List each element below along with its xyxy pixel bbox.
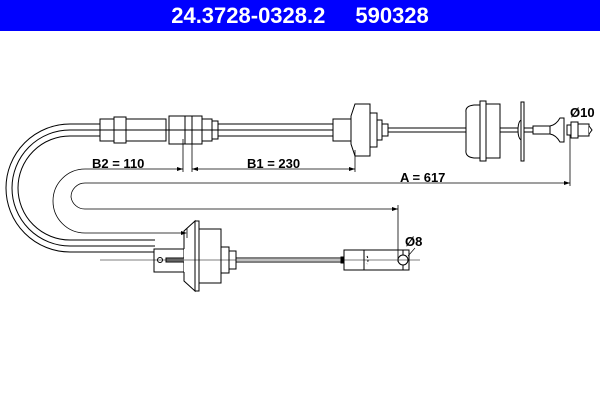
reference-number: 590328 xyxy=(355,2,429,28)
bulkhead-fitting-bottom xyxy=(153,219,237,293)
inner-wire-bottom xyxy=(236,257,342,263)
dimension-b1: B1 = 230 xyxy=(247,156,301,171)
flange-disc xyxy=(517,101,525,162)
diameter-bottom: Ø8 xyxy=(405,234,423,249)
bulkhead-fitting-top xyxy=(332,103,389,157)
part-number: 24.3728-0328.2 xyxy=(171,2,326,28)
adjuster-fitting xyxy=(99,115,219,145)
dimension-arrows xyxy=(177,167,570,235)
dimension-loops xyxy=(52,168,570,234)
cable-drawing xyxy=(5,100,593,293)
cable-sheath xyxy=(5,123,155,253)
title-banner: 24.3728-0328.2 590328 xyxy=(0,0,600,31)
end-fitting-top xyxy=(532,117,593,143)
dimension-lines xyxy=(182,135,571,262)
diameter-top: Ø10 xyxy=(570,105,595,120)
grommet xyxy=(465,100,501,162)
end-fitting-bottom xyxy=(100,247,420,271)
top-sheath xyxy=(218,123,335,137)
dimension-b2: B2 = 110 xyxy=(92,156,145,171)
dimension-a: A = 617 xyxy=(400,170,446,185)
